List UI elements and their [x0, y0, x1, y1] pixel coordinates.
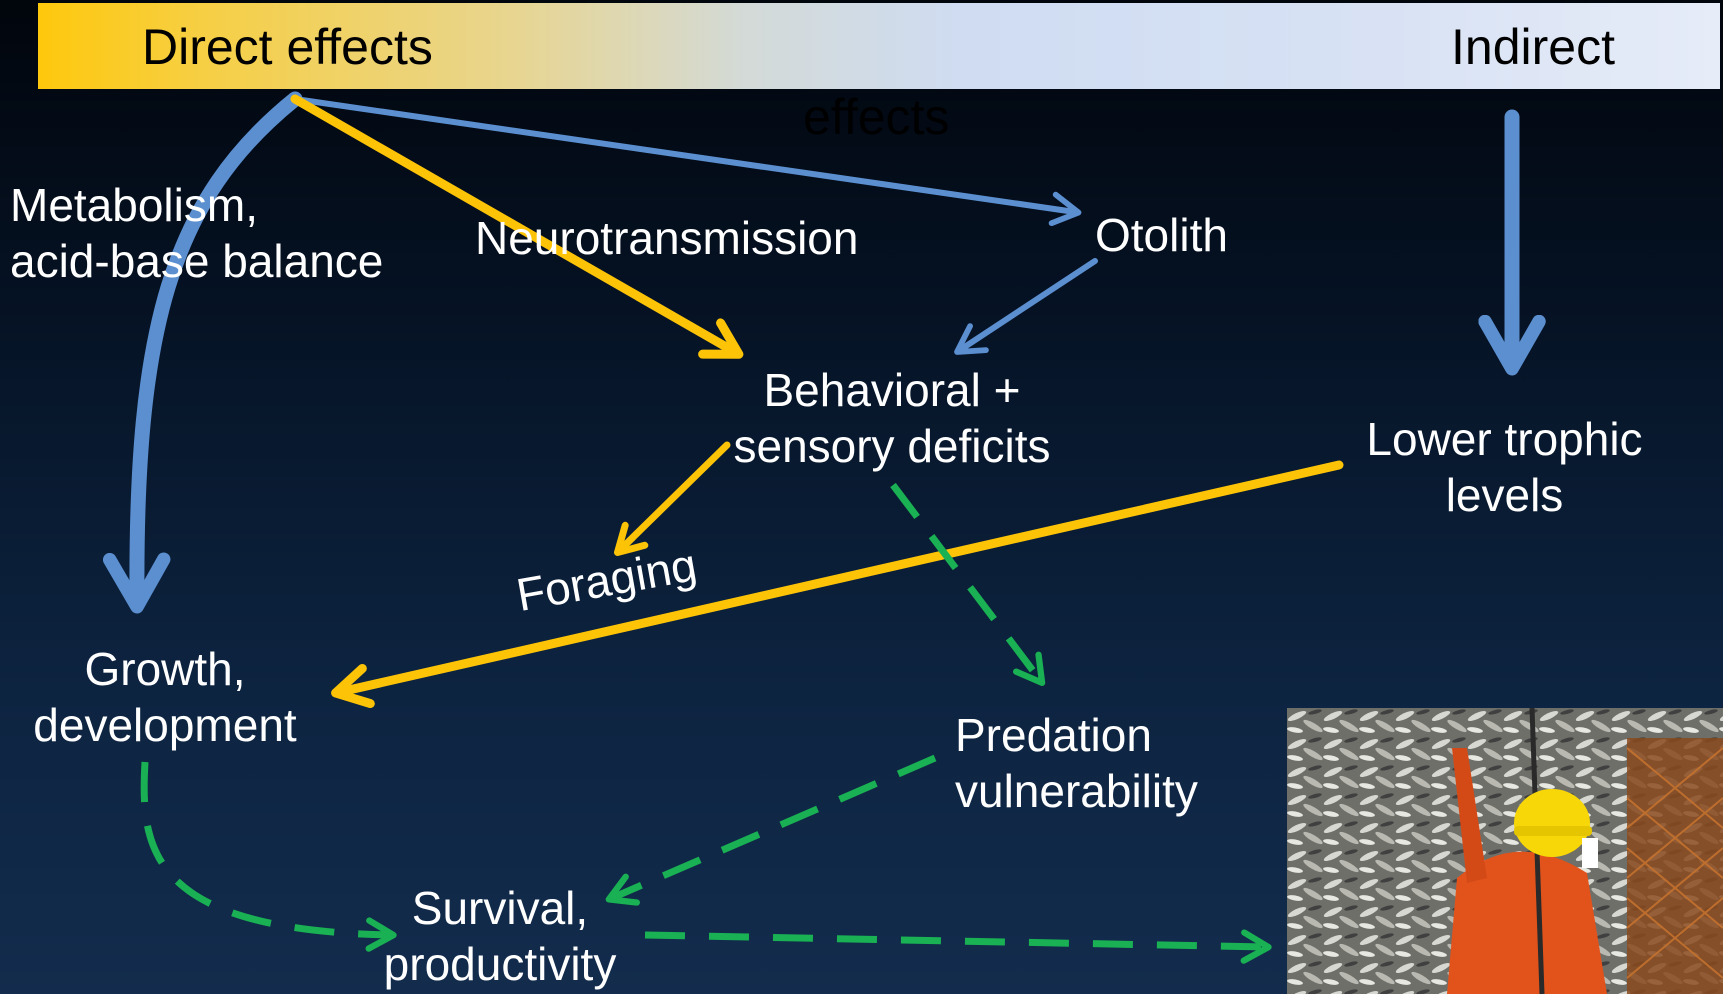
arrow-behavioral-to-predation: [893, 485, 1040, 680]
arrow-direct-to-growth: [137, 99, 295, 600]
fishery-photo-icon: [1287, 708, 1723, 994]
arrow-otolith-to-behavioral: [960, 261, 1095, 350]
node-behavioral-sensory-deficits: Behavioral + sensory deficits: [727, 362, 1057, 474]
node-neurotransmission: Neurotransmission: [475, 210, 858, 266]
arrow-lower-trophic-to-growth: [340, 465, 1339, 692]
arrow-behavioral-to-foraging: [620, 445, 727, 550]
arrow-predation-to-survival: [612, 758, 935, 898]
node-lower-trophic-levels: Lower trophic levels: [1352, 411, 1657, 523]
arrow-survival-to-photo: [645, 935, 1265, 947]
node-growth-development: Growth, development: [15, 641, 315, 753]
arrow-direct-to-otolith: [295, 99, 1075, 212]
arrow-growth-to-survival: [144, 762, 390, 935]
node-otolith: Otolith: [1095, 207, 1228, 263]
node-predation-vulnerability: Predation vulnerability: [955, 707, 1198, 819]
node-survival-productivity: Survival, productivity: [365, 880, 635, 992]
node-metabolism-acid-base: Metabolism, acid-base balance: [10, 177, 383, 289]
